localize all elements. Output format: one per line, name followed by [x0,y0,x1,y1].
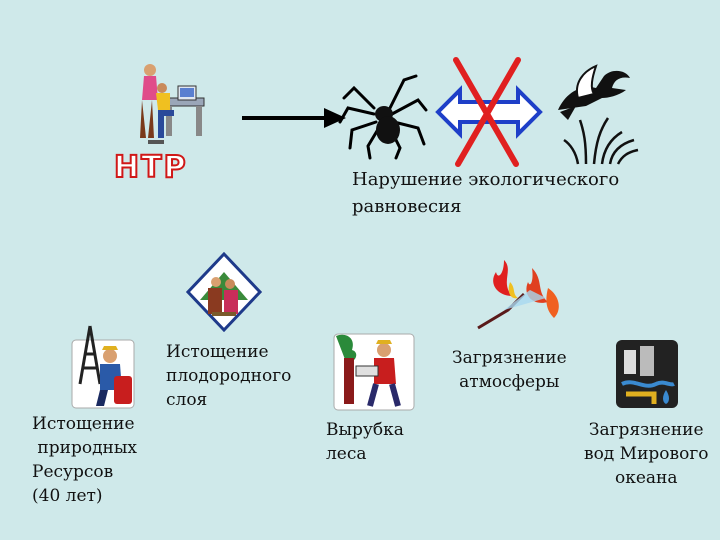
ntp-label: НТР [114,150,188,185]
disruption-label: Нарушение экологического равновесия [352,166,619,220]
duck-in-reeds-icon [556,62,640,166]
arrow-right-icon [238,106,348,130]
item-air-pollution-label: Загрязнение атмосферы [452,346,567,394]
people-at-computer-icon [118,58,208,150]
spider-icon [338,68,428,160]
oil-worker-icon [70,324,136,410]
item-depletion-resources-label: Истощение природных Ресурсов (40 лет) [32,412,137,508]
crossed-double-arrow-icon [434,56,544,168]
lumberjack-icon [332,332,416,412]
item-depletion-soil-label: Истощение плодородного слоя [166,340,291,412]
fire-icon [474,252,566,332]
water-pollution-icon [614,338,680,410]
item-deforestation-label: Вырубка леса [326,418,404,466]
farmers-icon [186,252,262,332]
item-ocean-pollution-label: Загрязнение вод Мирового океана [584,418,708,490]
